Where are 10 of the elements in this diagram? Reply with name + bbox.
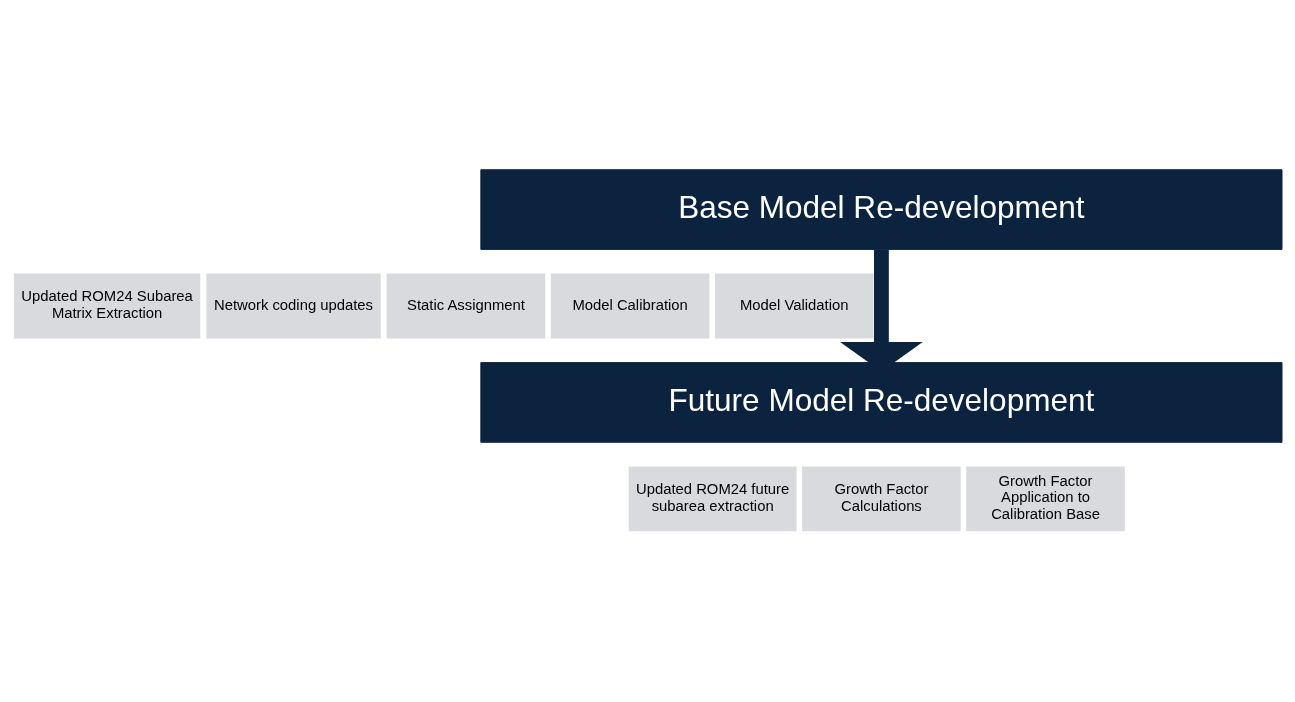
node-box: Growth Factor Calculations [800,464,963,534]
node-box: Updated ROM24 future subarea extraction [626,464,799,534]
node-box: Base Model Re-development [480,169,1283,250]
node-box: Model Validation [713,271,876,341]
node-box: Static Assignment [384,271,548,341]
node-box: Future Model Re-development [480,362,1283,443]
node-box: Network coding updates [204,271,383,341]
node-box: Updated ROM24 Subarea Matrix Extraction [12,271,203,341]
node-box: Growth Factor Application to Calibration Base [964,464,1127,534]
node-box: Model Calibration [548,271,712,341]
